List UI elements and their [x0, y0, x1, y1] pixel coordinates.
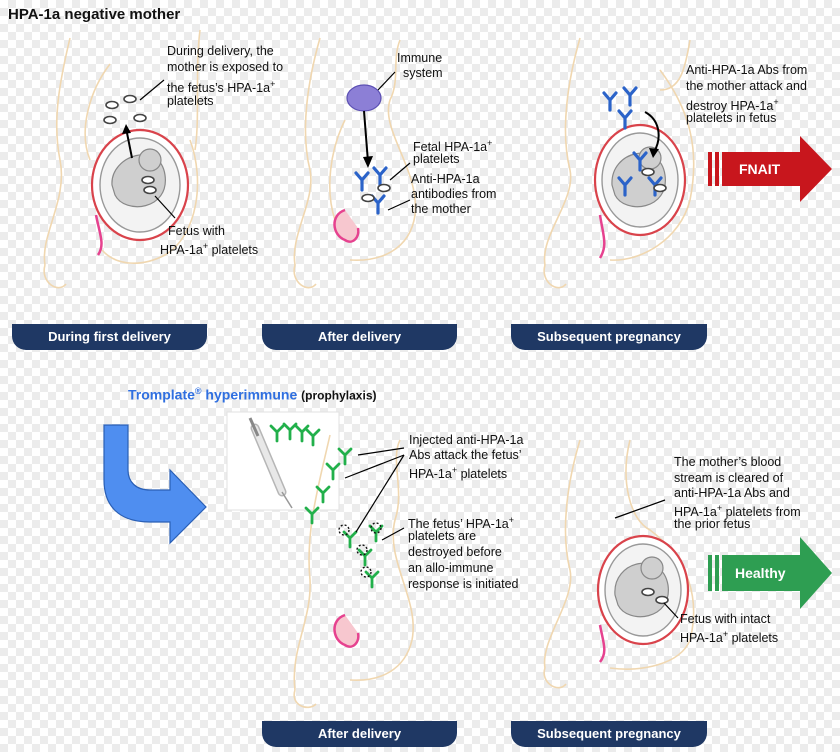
- antibodies-text-3: the mother: [411, 202, 471, 216]
- exposure-text-3: the fetus’s HPA-1a+: [167, 79, 276, 96]
- uterus-1: [90, 128, 190, 256]
- injected-text-3: HPA-1a+ platelets: [409, 465, 508, 482]
- healthy-arrow: [708, 537, 832, 609]
- curved-arrow-icon: [103, 424, 207, 545]
- exposure-text-2: mother is exposed to: [167, 60, 284, 74]
- mother-silhouette-3: [543, 37, 695, 289]
- banner-during-first-delivery: During first delivery: [12, 324, 207, 350]
- intact-text-2: HPA-1a+ platelets: [680, 629, 779, 646]
- destroyed-text-1: The fetus’ HPA-1a+: [408, 515, 515, 532]
- mother-silhouette-2: [293, 37, 417, 289]
- fetal-text-2: platelets: [413, 152, 460, 166]
- banner-after-delivery-top: After delivery: [262, 324, 457, 350]
- fetus-text-2: HPA-1a+ platelets: [160, 241, 259, 258]
- cleared-text-5: the prior fetus: [674, 517, 751, 531]
- attack-text-3: destroy HPA-1a+: [686, 97, 779, 114]
- mother-silhouette-4: [293, 434, 414, 709]
- attack-text-1: Anti-HPA-1a Abs from: [686, 63, 808, 77]
- fnait-arrow: [708, 136, 832, 202]
- immune-text-2: system: [403, 66, 443, 80]
- injected-text-1: Injected anti-HPA-1a: [409, 433, 524, 447]
- uterus-5: [596, 534, 690, 663]
- intact-text-1: Fetus with intact: [680, 612, 771, 626]
- antibodies-text-1: Anti-HPA-1a: [411, 172, 480, 186]
- immune-cell-icon: [346, 84, 382, 112]
- immune-text-1: Immune: [397, 51, 443, 65]
- banner-subsequent-pregnancy-bottom: Subsequent pregnancy: [511, 721, 707, 747]
- exposure-text-1: During delivery, the: [167, 44, 274, 58]
- page-title: HPA-1a negative mother: [8, 6, 181, 23]
- fetal-text-1: Fetal HPA-1a+: [413, 138, 493, 155]
- attack-text-2: the mother attack and: [686, 79, 807, 93]
- cleared-text-3: anti-HPA-1a Abs and: [674, 486, 790, 500]
- destroyed-text-4: an allo-immune: [408, 561, 494, 575]
- uterus-3: [593, 123, 687, 259]
- healthy-label: Healthy: [735, 565, 786, 581]
- banner-subsequent-pregnancy-top: Subsequent pregnancy: [511, 324, 707, 350]
- fnait-label: FNAIT: [739, 161, 781, 177]
- exposure-text-4: platelets: [167, 94, 214, 108]
- destroyed-text-5: response is initiated: [408, 577, 519, 591]
- cleared-text-4: HPA-1a+ platelets from: [674, 503, 801, 520]
- cleared-text-2: stream is cleared of: [674, 471, 784, 485]
- attack-text-4: platelets in fetus: [686, 111, 777, 125]
- platelets-4: [338, 522, 382, 578]
- banner-after-delivery-bottom: After delivery: [262, 721, 457, 747]
- destroyed-text-2: platelets are: [408, 529, 477, 543]
- injected-text-2: Abs attack the fetus’: [409, 448, 522, 462]
- syringe-icon: [248, 417, 293, 509]
- destroyed-text-3: destroyed before: [408, 545, 502, 559]
- cleared-text-1: The mother’s blood: [674, 455, 782, 469]
- fetus-text-1: Fetus with: [168, 224, 225, 238]
- antibodies-text-2: antibodies from: [411, 187, 497, 201]
- mother-silhouette-1: [43, 29, 201, 289]
- tromplate-heading: Tromplate® hyperimmune (prophylaxis): [128, 386, 377, 403]
